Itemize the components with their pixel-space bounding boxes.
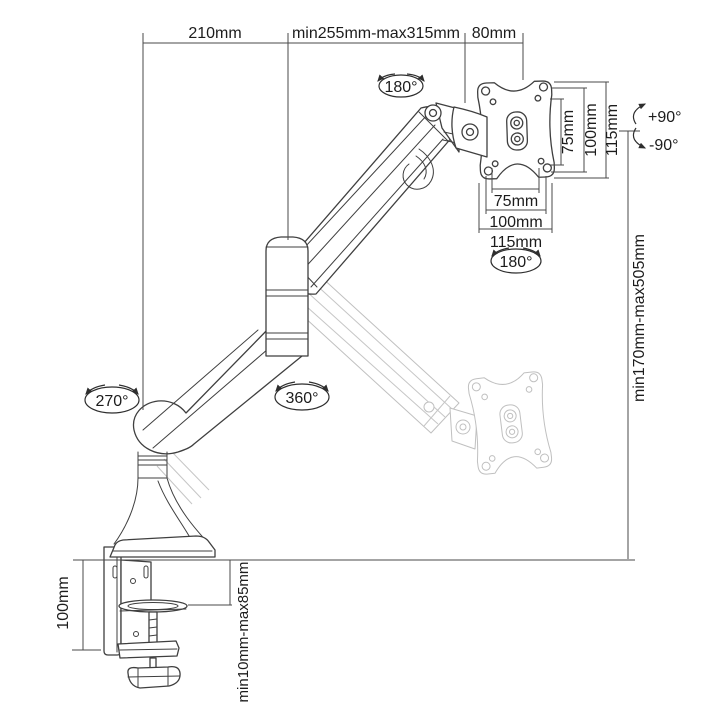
lower-arm (132, 324, 303, 455)
rotation-label-vesa-rotate: 180° (499, 254, 532, 271)
rotation-indicator-elbow-swivel: 360° (274, 381, 330, 411)
dim-label-vesa-v100: 100mm (583, 103, 600, 156)
rotation-arrow-icon (377, 73, 396, 82)
dim-label-desk-thickness: min10mm-max85mm (235, 562, 252, 703)
rotation-arrow-icon (85, 384, 106, 395)
rotation-indicator-base-swivel: 270° (84, 384, 140, 414)
rotation-arrow-icon (406, 73, 425, 82)
dim-label-extension-range: min255mm-max315mm (292, 25, 460, 42)
rotation-label-top-swivel: 180° (384, 79, 417, 96)
dim-label-arm-reach: 210mm (188, 25, 241, 42)
dim-label-vesa-v115: 115mm (604, 104, 621, 156)
base-plate (109, 535, 216, 558)
rotation-arrow-icon (522, 247, 541, 257)
dim-label-clamp-drop: 100mm (55, 576, 72, 629)
wrist-joint (424, 102, 488, 158)
dim-label-vesa-v75: 75mm (560, 110, 577, 154)
dimension-lines: 210mm min255mm-max315mm 80mm 75mm 100mm … (55, 25, 648, 702)
upper-arm (283, 106, 454, 295)
gas-spring-hook (402, 148, 434, 190)
dim-label-vesa-h115: 115mm (490, 234, 542, 251)
ghost-arm-lowered (156, 274, 554, 505)
tilt-label-down: -90° (649, 137, 679, 154)
rotation-indicators: 180° 180° 270° 360° +90° -90° (84, 73, 682, 414)
rotation-arrow-icon (491, 247, 510, 257)
elbow-joint (265, 236, 309, 357)
tilt-arrow-down-icon (632, 127, 647, 149)
rotation-label-base-swivel: 270° (95, 393, 128, 410)
rotation-arrow-icon (275, 381, 296, 392)
ghost-vesa-plate (466, 370, 554, 476)
vesa-plate (476, 80, 556, 180)
desk-clamp (103, 546, 188, 689)
tilt-arrow-up-icon (632, 103, 647, 125)
dim-label-height-range: min170mm-max505mm (631, 234, 648, 402)
dim-label-head-offset: 80mm (472, 25, 516, 42)
rotation-arrow-icon (308, 381, 329, 392)
clamp-knob (127, 665, 181, 689)
dim-label-vesa-h100: 100mm (489, 214, 542, 231)
dim-label-vesa-h75: 75mm (494, 193, 538, 210)
rotation-indicator-vesa-rotate: 180° (490, 247, 542, 274)
rotation-arrow-icon (118, 384, 139, 395)
base-pole (109, 451, 216, 558)
tilt-label-up: +90° (648, 109, 682, 126)
rotation-indicator-top-swivel: 180° (377, 73, 425, 98)
tilt-indicator: +90° -90° (632, 103, 682, 154)
rotation-label-elbow-swivel: 360° (285, 390, 318, 407)
ghost-wrist-pivot (423, 401, 435, 413)
